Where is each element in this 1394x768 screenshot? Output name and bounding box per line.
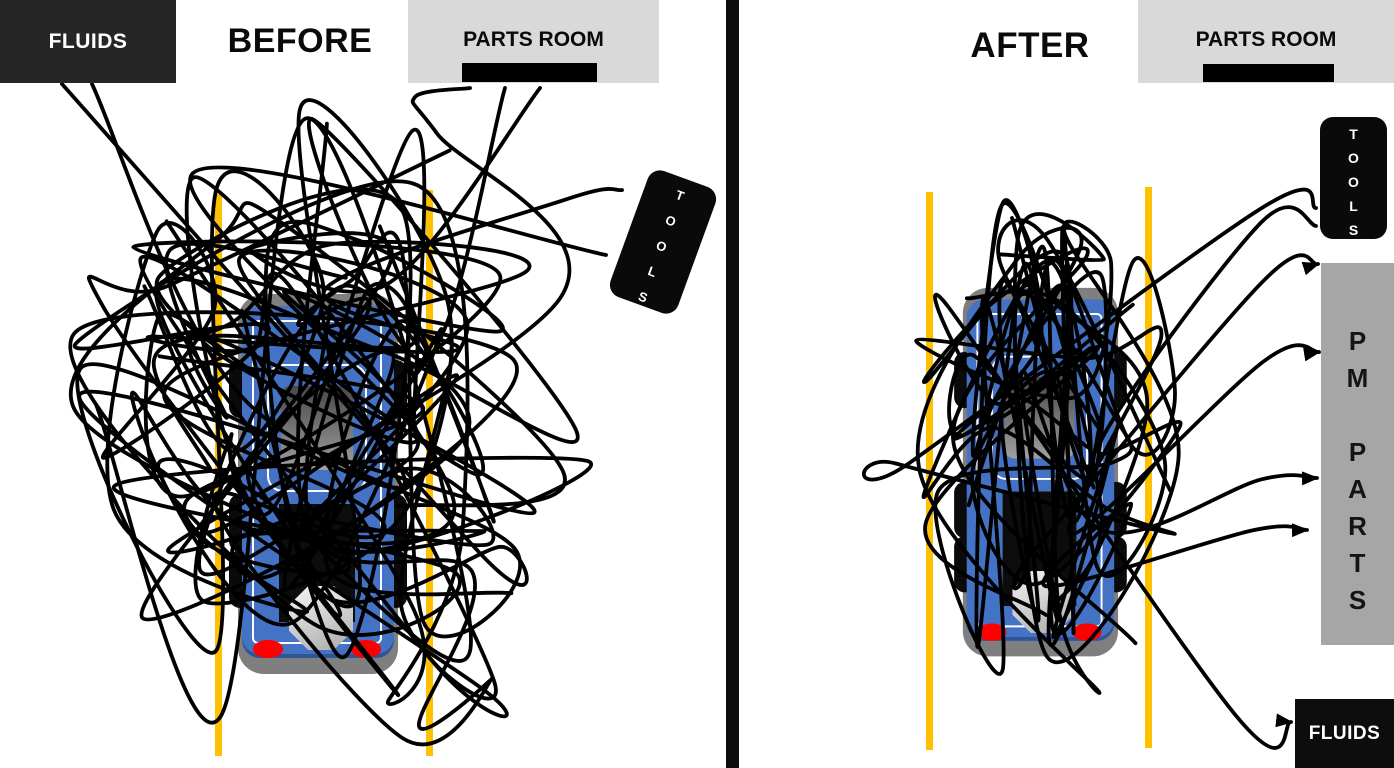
movement-path (77, 241, 537, 719)
parts-room-station-before: PARTS ROOM (408, 0, 659, 83)
panel-divider (726, 0, 739, 768)
movement-path (68, 128, 567, 576)
fluids-station-before: FLUIDS (0, 0, 176, 83)
fluids-station-after: FLUIDS (1295, 699, 1394, 768)
parts-room-label: PARTS ROOM (463, 28, 604, 51)
fluids-label: FLUIDS (48, 29, 128, 53)
fluids-label: FLUIDS (1308, 722, 1381, 744)
movement-path (60, 82, 529, 659)
movement-path (922, 246, 1150, 648)
parts-room-door (1203, 64, 1334, 82)
movement-path (915, 226, 1102, 695)
after-title: AFTER (970, 26, 1090, 65)
movement-path (94, 116, 608, 725)
before-title: BEFORE (227, 22, 373, 60)
parts-room-label: PARTS ROOM (1195, 28, 1337, 51)
tail-light (977, 623, 1007, 641)
tail-light (253, 640, 283, 658)
movement-path (933, 292, 1319, 676)
parts-room-station-after: PARTS ROOM (1138, 0, 1394, 83)
parts-room-door (462, 63, 597, 82)
